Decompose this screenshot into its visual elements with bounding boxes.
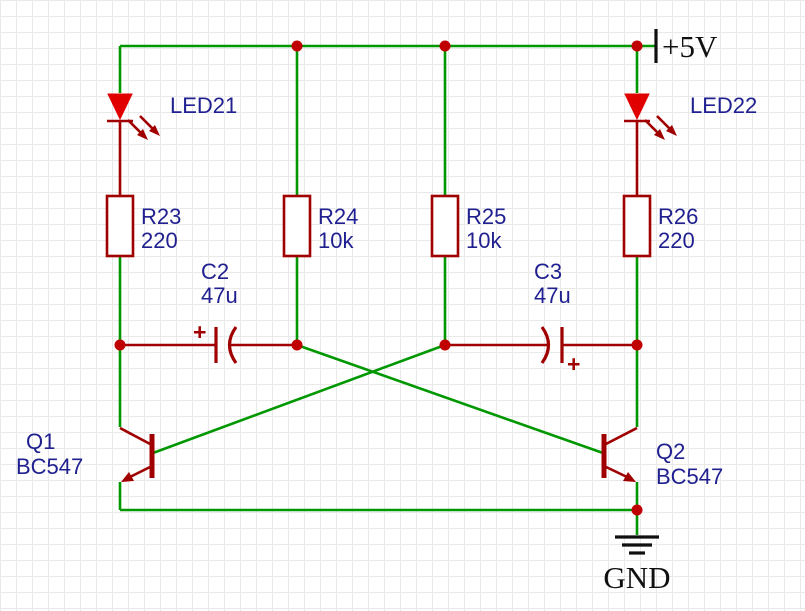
transistor-q2-symbol [601, 426, 638, 482]
resistor-body [105, 194, 135, 258]
q1-value-label: BC547 [16, 454, 83, 479]
led-emission-arrowhead [137, 129, 148, 140]
transistor-emitter-lead [603, 464, 628, 479]
led22-symbol [624, 93, 677, 140]
transistor-emitter-arrowhead [623, 472, 636, 482]
transistor-emitter-lead [129, 464, 153, 479]
r23-value-label: 220 [141, 228, 178, 253]
led22-name-label: LED22 [690, 93, 757, 118]
net-wires [118, 44, 656, 535]
resistor-r23-symbol [105, 194, 135, 258]
net-wire-cross-to-q1-base [152, 343, 446, 455]
resistor-body [430, 194, 460, 258]
q1-name-label: Q1 [26, 429, 55, 454]
r23-name-label: R23 [141, 204, 181, 229]
r25-value-label: 10k [466, 228, 502, 253]
transistor-collector-lead [603, 426, 638, 447]
r24-name-label: R24 [318, 204, 358, 229]
led-triangle [107, 93, 133, 121]
pin-wires [118, 121, 639, 347]
capacitor-c2-symbol: + [193, 319, 238, 364]
gnd-label: GND [603, 560, 670, 595]
resistor-r25-symbol [430, 194, 460, 258]
c2-value-label: 47u [201, 283, 238, 308]
net-wire-cross-to-q2-base [296, 343, 604, 455]
gnd-symbol: GND [603, 535, 671, 595]
junction-dot [291, 40, 303, 52]
junction-dot [114, 339, 126, 351]
junction-dot [631, 504, 643, 516]
capacitor-polarity-mark: + [567, 351, 580, 377]
resistor-body [622, 194, 652, 258]
component-labels: LED21 LED22 R23 220 R24 10k R25 10k R26 … [16, 93, 757, 489]
junction-dot [439, 339, 451, 351]
c3-value-label: 47u [534, 283, 571, 308]
r26-value-label: 220 [658, 228, 695, 253]
junction-dots [114, 40, 643, 516]
capacitor-curved-plate [227, 326, 238, 364]
junction-dot [291, 339, 303, 351]
resistor-body [282, 194, 312, 258]
r26-name-label: R26 [658, 204, 698, 229]
vcc-symbol: +5V [654, 29, 718, 64]
led-emission-arrowhead [654, 129, 665, 140]
junction-dot [631, 339, 643, 351]
c2-name-label: C2 [201, 259, 229, 284]
c3-name-label: C3 [534, 259, 562, 284]
led-emission-arrowhead [149, 125, 160, 136]
junction-dot [439, 40, 451, 52]
led-triangle [624, 93, 650, 121]
r25-name-label: R25 [466, 204, 506, 229]
capacitor-curved-plate [540, 326, 551, 364]
led-emission-arrowhead [666, 125, 677, 136]
transistor-emitter-arrowhead [121, 472, 134, 482]
transistor-q1-symbol [119, 426, 155, 482]
led21-name-label: LED21 [170, 93, 237, 118]
junction-dot [631, 40, 643, 52]
capacitor-c3-symbol: + [540, 326, 580, 377]
resistor-r24-symbol [282, 194, 312, 258]
q2-value-label: BC547 [656, 464, 723, 489]
led21-symbol [107, 93, 160, 140]
transistor-collector-lead [119, 426, 153, 447]
q2-name-label: Q2 [656, 439, 685, 464]
vcc-label: +5V [662, 29, 718, 64]
r24-value-label: 10k [318, 228, 354, 253]
resistor-r26-symbol [622, 194, 652, 258]
capacitor-polarity-mark: + [193, 319, 206, 345]
